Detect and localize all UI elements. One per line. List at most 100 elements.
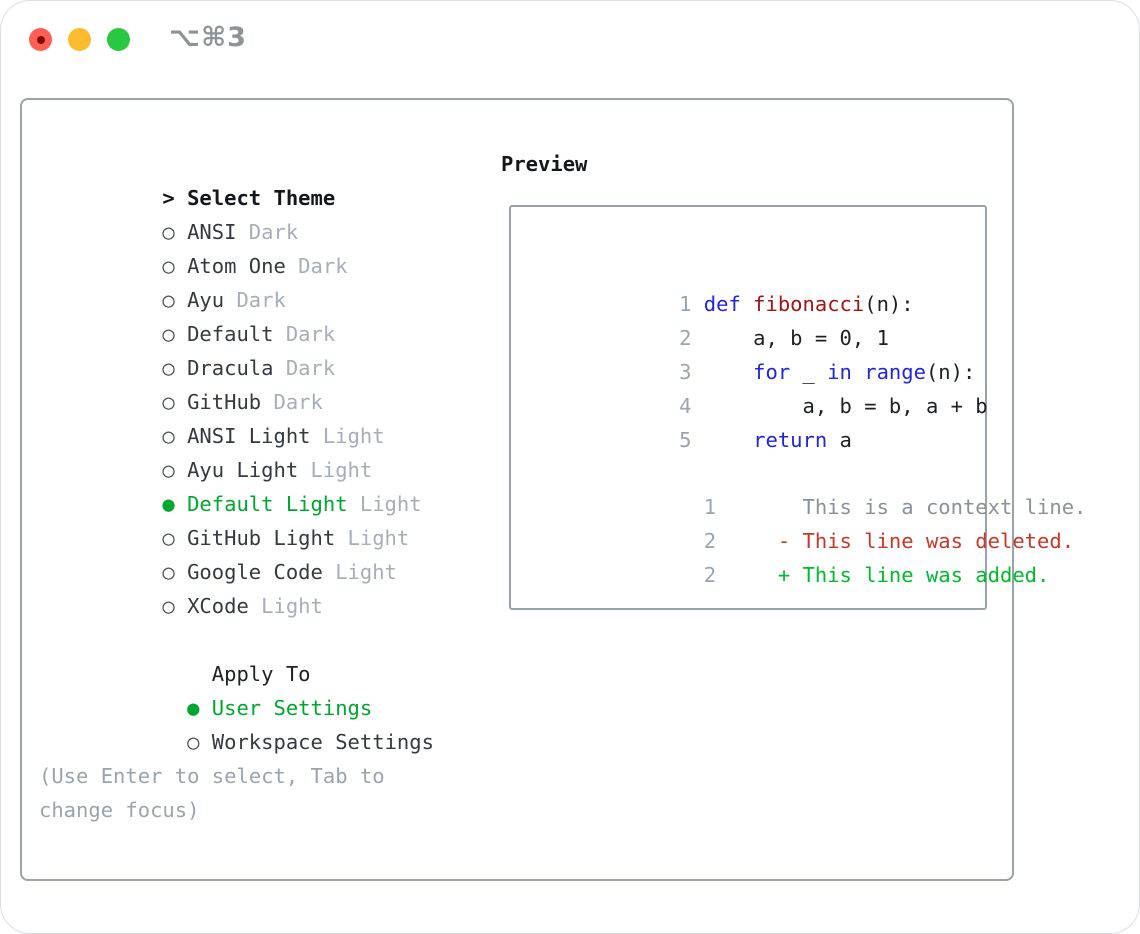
theme-tag: Dark — [273, 390, 323, 414]
theme-option-ansi[interactable]: ○ ANSI Dark — [39, 181, 486, 244]
radio-icon: ○ — [162, 288, 175, 312]
theme-name: GitHub Light — [187, 526, 336, 550]
preview-label: Preview — [501, 152, 588, 176]
theme-tag: Dark — [298, 254, 348, 278]
line-number: 1 — [679, 292, 692, 316]
line-number: 3 — [679, 360, 692, 384]
close-button[interactable] — [29, 28, 52, 51]
theme-option-ayu[interactable]: ○ Ayu Dark — [39, 249, 486, 312]
apply-to-label: Apply To — [211, 662, 311, 686]
radio-icon: ○ — [162, 390, 175, 414]
theme-tag: Dark — [236, 288, 286, 312]
diff-text: - This line was deleted. — [728, 529, 1075, 553]
code-line: 2 a, b = 0, 1 — [531, 287, 967, 350]
keyboard-hint: (Use Enter to select, Tab to change focu… — [39, 764, 385, 822]
line-number: 1 — [703, 495, 717, 519]
code-line: 1 def fibonacci(n): — [531, 253, 967, 316]
radio-icon: ○ — [162, 322, 175, 346]
apply-option-name: Workspace Settings — [211, 730, 434, 754]
diff-deleted-line: 2 - This line was deleted. — [531, 490, 1074, 553]
line-number: 5 — [679, 428, 692, 452]
theme-option-ayu-light[interactable]: ○ Ayu Light Light — [39, 419, 486, 482]
code-token: for — [753, 360, 791, 384]
apply-option-name: User Settings — [211, 696, 373, 720]
theme-name: ANSI Light — [187, 424, 311, 448]
radio-icon: ○ — [162, 560, 175, 584]
line-number: 4 — [679, 394, 692, 418]
theme-name: Ayu Light — [187, 458, 299, 482]
window-title-shortcut: ⌥⌘3 — [169, 22, 247, 53]
radio-icon: ○ — [162, 458, 175, 482]
diff-preview: 1 This is a context line. 2 - This line … — [531, 456, 1087, 587]
theme-option-ansi-light[interactable]: ○ ANSI Light Light — [39, 385, 486, 448]
zoom-button[interactable] — [107, 28, 130, 51]
theme-option-default[interactable]: ○ Default Dark — [39, 283, 486, 346]
diff-text: + This line was added. — [728, 563, 1050, 587]
diff-context-line: 1 This is a context line. — [531, 456, 1087, 519]
code-token: a, b = b, a + b — [703, 394, 988, 418]
radio-icon: ○ — [162, 526, 175, 550]
diff-added-line: 2 + This line was added. — [531, 524, 1050, 587]
theme-name: Default Light — [187, 492, 348, 516]
theme-option-xcode[interactable]: ○ XCode Light — [39, 555, 486, 618]
code-token — [704, 360, 753, 384]
theme-tag: Light — [347, 526, 410, 550]
theme-name: Dracula — [187, 356, 274, 380]
radio-icon: ○ — [187, 730, 200, 754]
theme-option-dracula[interactable]: ○ Dracula Dark — [39, 317, 486, 380]
theme-name: GitHub — [187, 390, 262, 414]
theme-tag: Light — [359, 492, 422, 516]
code-token: return — [753, 428, 828, 452]
radio-icon: ○ — [162, 594, 175, 618]
code-line: 5 return a — [531, 389, 967, 452]
code-line: 3 for _ in range(n): — [531, 321, 975, 384]
line-number: 2 — [679, 326, 692, 350]
apply-to-header: Apply To — [39, 623, 486, 686]
select-theme-label: Select Theme — [187, 186, 336, 210]
radio-selected-icon: ● — [162, 492, 175, 516]
code-token: def — [703, 292, 741, 316]
code-token: (n): — [925, 360, 976, 384]
theme-name: XCode — [187, 594, 249, 618]
apply-option-user-settings[interactable]: ●User Settings — [39, 657, 486, 720]
diff-text: This is a context line. — [728, 495, 1087, 519]
theme-tag: Dark — [248, 220, 299, 244]
code-token: fibonacci — [753, 292, 865, 316]
code-token: (n): — [864, 292, 914, 316]
apply-option-workspace-settings[interactable]: ○ Workspace Settings — [39, 691, 486, 754]
minimize-button[interactable] — [68, 28, 91, 51]
theme-tag: Light — [310, 458, 373, 482]
code-token: range — [864, 360, 926, 384]
apply-to-section: Apply To ●User Settings ○ Workspace Setti… — [39, 623, 486, 754]
theme-name: Ayu — [187, 288, 225, 312]
theme-tag: Dark — [285, 356, 336, 380]
theme-option-default-light[interactable]: ● Default Light Light — [39, 453, 486, 516]
radio-icon: ○ — [162, 424, 175, 448]
theme-tag: Light — [322, 424, 385, 448]
theme-name: Default — [187, 322, 274, 346]
line-number: 2 — [703, 529, 717, 553]
theme-option-github[interactable]: ○ GitHub Dark — [39, 351, 486, 414]
line-number: 2 — [703, 563, 717, 587]
code-token: a — [827, 428, 852, 452]
theme-option-github-light[interactable]: ○ GitHub Light Light — [39, 487, 486, 550]
code-token — [704, 428, 753, 452]
theme-name: Atom One — [187, 254, 286, 278]
code-line: 4 a, b = b, a + b — [531, 355, 988, 418]
theme-tag: Light — [335, 560, 397, 584]
radio-icon: ○ — [162, 356, 175, 380]
theme-option-atom-one[interactable]: ○ Atom One Dark — [39, 215, 486, 278]
radio-icon: ○ — [162, 254, 175, 278]
theme-tag: Dark — [285, 322, 336, 346]
theme-name: ANSI — [187, 220, 237, 244]
code-token: a, b = 0, 1 — [703, 326, 889, 350]
code-token — [741, 292, 753, 316]
code-token: _ — [790, 360, 828, 384]
radio-icon: ○ — [162, 220, 175, 244]
